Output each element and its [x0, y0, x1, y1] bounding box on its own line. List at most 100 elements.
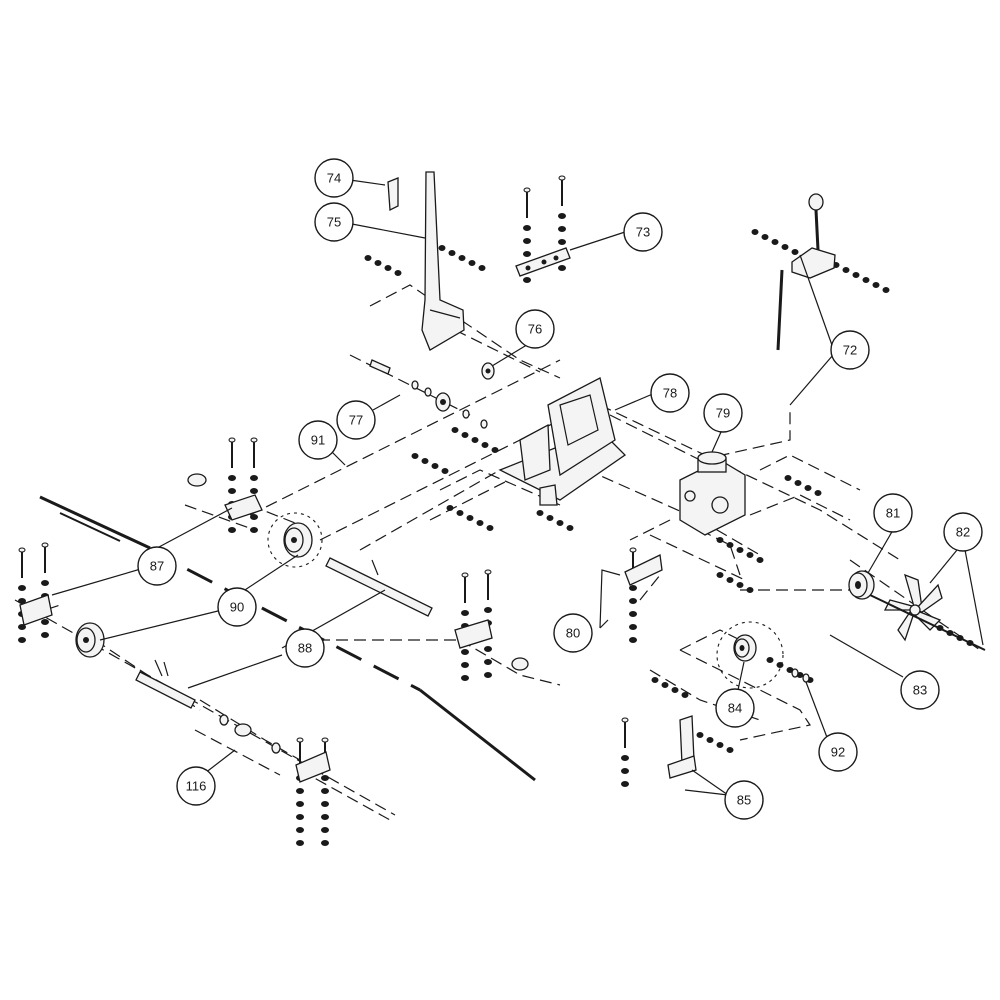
fastener-piece — [296, 814, 304, 820]
fastener-piece — [558, 175, 566, 181]
callout-73: 73 — [623, 212, 663, 252]
fastener-piece — [18, 585, 26, 591]
fastener-piece — [491, 447, 499, 453]
fastener-piece — [558, 213, 566, 219]
part-76-bearing — [481, 362, 495, 380]
part-gears — [187, 473, 529, 754]
fastener-piece — [536, 510, 544, 516]
fastener-piece — [321, 827, 329, 833]
fastener-piece — [394, 270, 402, 276]
fastener-piece — [621, 781, 629, 787]
callout-83: 83 — [900, 670, 940, 710]
callout-77-label: 77 — [349, 413, 363, 428]
fastener-piece — [458, 255, 466, 261]
fastener-piece — [321, 788, 329, 794]
callout-82-label: 82 — [956, 525, 970, 540]
fastener-piece — [852, 272, 860, 278]
fastener-piece — [706, 737, 714, 743]
callout-88: 88 — [285, 628, 325, 668]
fastener-piece — [18, 637, 26, 643]
fastener-piece — [523, 238, 531, 244]
fastener-piece — [629, 624, 637, 630]
fastener-piece — [296, 737, 304, 743]
callout-80-label: 80 — [566, 626, 580, 641]
part-81-pulley — [848, 570, 875, 600]
callout-74: 74 — [314, 158, 354, 198]
part-84-idler-pulley — [733, 634, 757, 662]
fastener-piece — [478, 265, 486, 271]
fastener-piece — [451, 427, 459, 433]
callout-91-label: 91 — [311, 433, 325, 448]
fastener-piece — [882, 287, 890, 293]
fastener-piece — [461, 572, 469, 578]
callout-92-label: 92 — [831, 745, 845, 760]
fastener-piece — [814, 490, 822, 496]
fastener-piece — [486, 525, 494, 531]
part-88-shafts — [135, 557, 433, 709]
callout-90: 90 — [217, 587, 257, 627]
fastener-piece — [784, 475, 792, 481]
callout-75-label: 75 — [327, 215, 341, 230]
part-83-shaft — [869, 594, 986, 651]
fastener-piece — [661, 682, 669, 688]
callout-90-label: 90 — [230, 600, 244, 615]
part-80-mount-bracket — [624, 554, 663, 586]
fastener-piece — [736, 582, 744, 588]
fastener-piece — [18, 547, 26, 553]
part-73-bracket-plate — [515, 247, 571, 277]
fastener-piece — [736, 547, 744, 553]
callout-87: 87 — [137, 546, 177, 586]
fastener-piece — [438, 245, 446, 251]
fastener-piece — [441, 468, 449, 474]
fastener-piece — [804, 485, 812, 491]
fastener-piece — [558, 226, 566, 232]
fastener-piece — [471, 437, 479, 443]
part-90-pulley-upper — [283, 522, 313, 558]
callout-116-label: 116 — [186, 779, 207, 794]
callout-85-label: 85 — [737, 793, 751, 808]
fastener-piece — [250, 475, 258, 481]
fastener-piece — [621, 717, 629, 723]
fastener-piece — [296, 788, 304, 794]
fastener-piece — [751, 229, 759, 235]
fastener-piece — [629, 598, 637, 604]
fastener-piece — [629, 611, 637, 617]
fastener-piece — [621, 768, 629, 774]
fastener-piece — [523, 277, 531, 283]
fastener-piece — [484, 646, 492, 652]
fastener-piece — [296, 827, 304, 833]
fastener-piece — [476, 520, 484, 526]
fastener-piece — [716, 537, 724, 543]
fastener-piece — [746, 587, 754, 593]
part-90-pulley-lower — [75, 622, 105, 658]
fastener-piece — [250, 437, 258, 443]
fastener-piece — [872, 282, 880, 288]
fastener-piece — [791, 249, 799, 255]
fastener-piece — [468, 260, 476, 266]
fastener-piece — [250, 488, 258, 494]
callout-72-label: 72 — [843, 343, 857, 358]
fastener-piece — [842, 267, 850, 273]
fastener-piece — [776, 662, 784, 668]
fastener-piece — [41, 632, 49, 638]
fastener-piece — [228, 527, 236, 533]
fastener-piece — [411, 453, 419, 459]
callout-76: 76 — [515, 309, 555, 349]
fastener-piece — [651, 677, 659, 683]
fastener-piece — [726, 747, 734, 753]
callout-92: 92 — [818, 732, 858, 772]
fastener-piece — [726, 577, 734, 583]
fastener-piece — [756, 557, 764, 563]
callout-76-label: 76 — [528, 322, 542, 337]
callout-82: 82 — [943, 512, 983, 552]
fastener-piece — [41, 580, 49, 586]
fastener-piece — [41, 542, 49, 548]
fastener-piece — [384, 265, 392, 271]
part-87-brackets — [19, 494, 493, 783]
fastener-piece — [761, 234, 769, 240]
fastener-piece — [321, 775, 329, 781]
fastener-piece — [558, 239, 566, 245]
fastener-piece — [558, 265, 566, 271]
callout-84: 84 — [715, 688, 755, 728]
fastener-piece — [18, 598, 26, 604]
